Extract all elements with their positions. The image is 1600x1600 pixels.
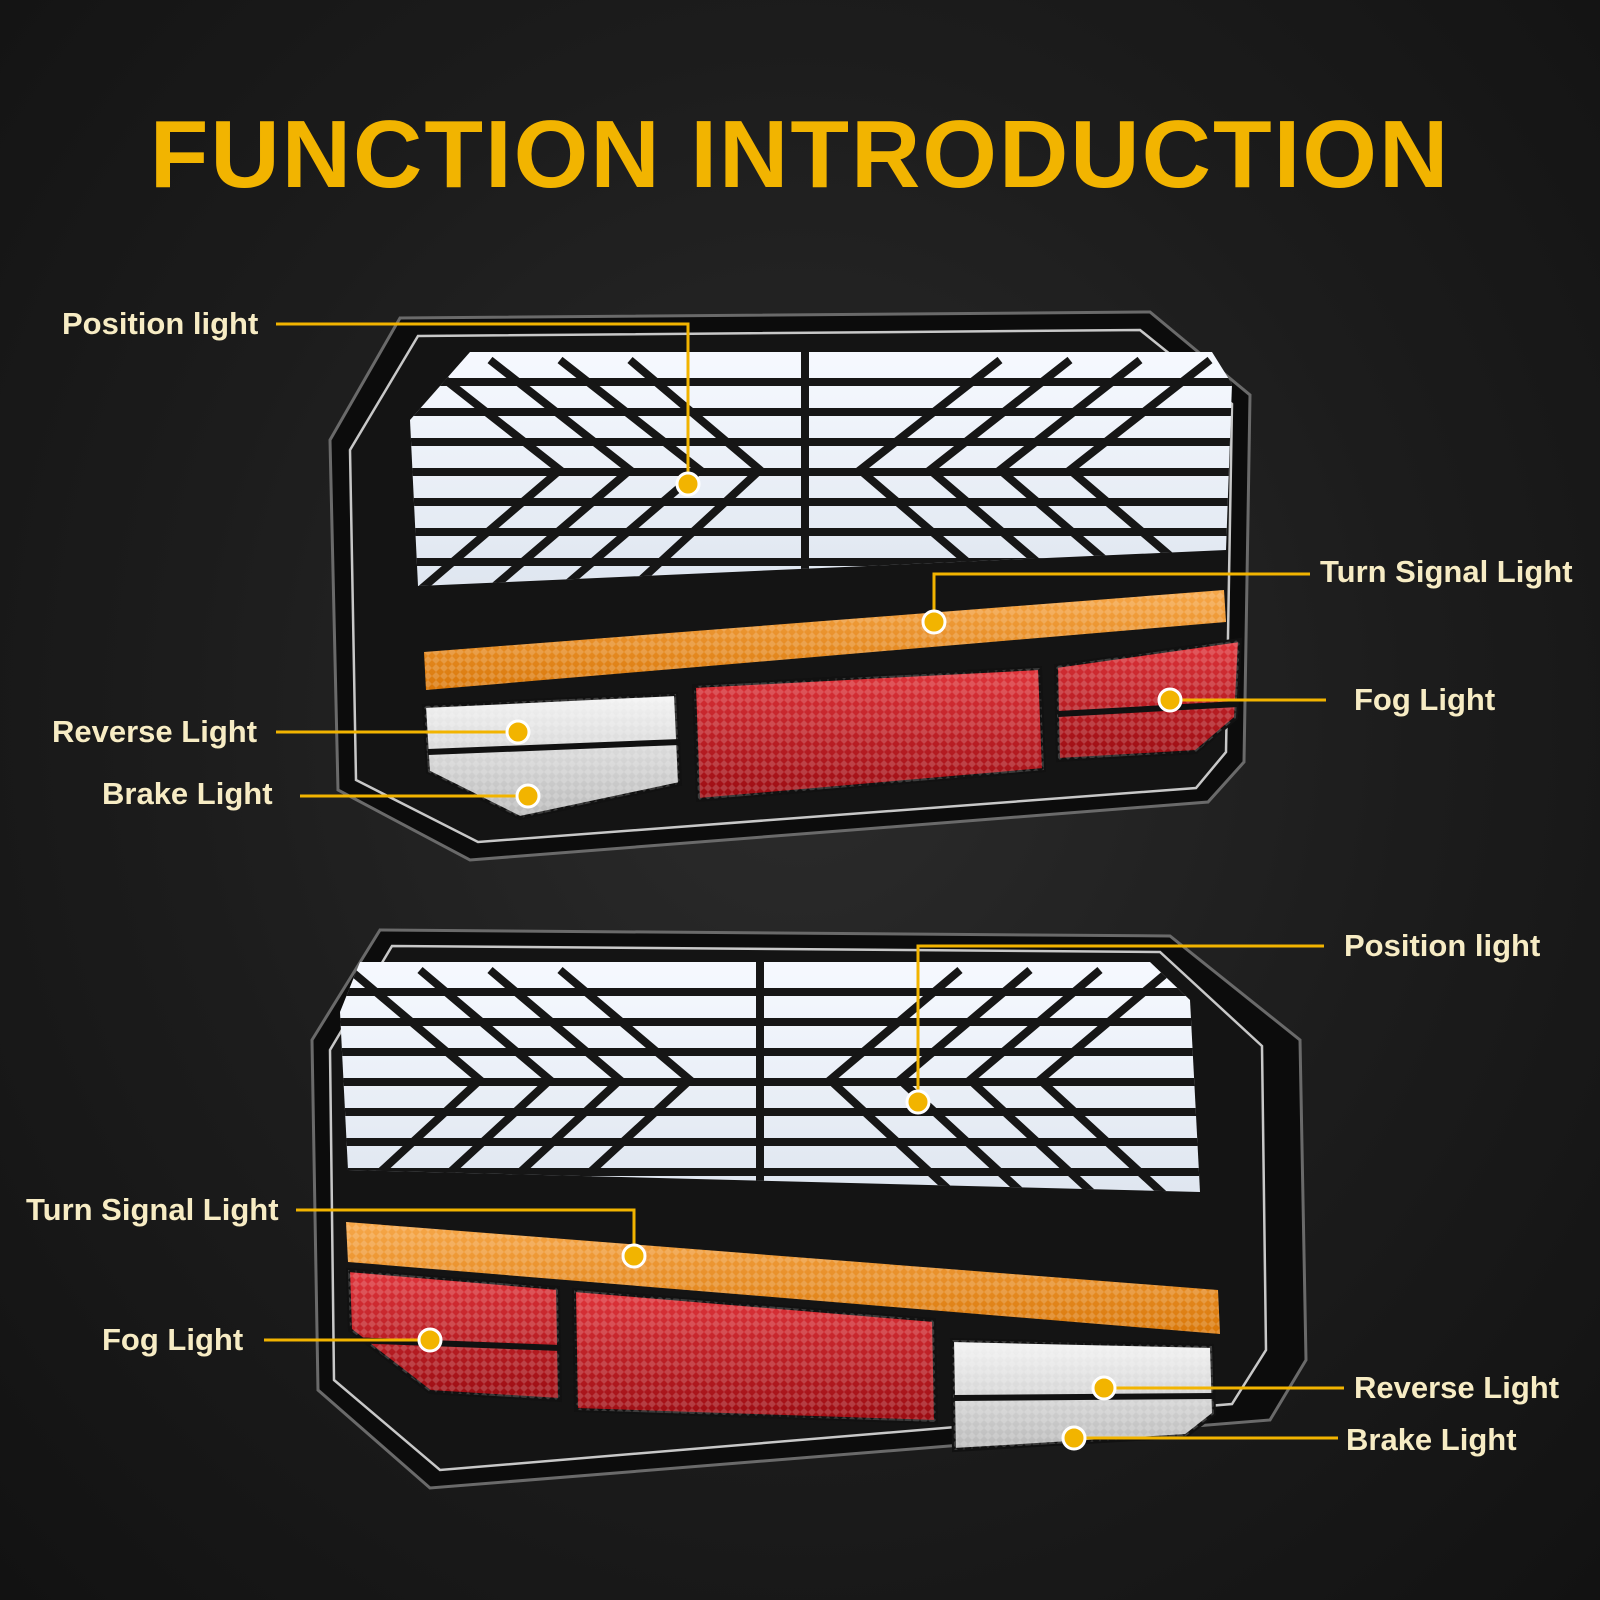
bottom-turn-dot	[621, 1243, 647, 1269]
top-label-brake: Brake Light	[102, 776, 273, 811]
top-label-fog: Fog Light	[1354, 682, 1496, 717]
bottom-tail-light	[310, 928, 1308, 1490]
top-label-turn: Turn Signal Light	[1320, 554, 1573, 589]
callout-dots	[417, 471, 1183, 1451]
bottom-label-brake: Brake Light	[1346, 1422, 1517, 1457]
bottom-reverse-dot	[1091, 1375, 1117, 1401]
bottom-grille	[340, 962, 1200, 1192]
bottom-fog-dot	[417, 1327, 443, 1353]
page-title: FUNCTION INTRODUCTION	[149, 101, 1451, 208]
top-brake-dot	[515, 783, 541, 809]
top-tail-light	[328, 310, 1252, 862]
top-reverse-dot	[505, 719, 531, 745]
bottom-label-fog: Fog Light	[102, 1322, 244, 1357]
bottom-position-dot	[905, 1089, 931, 1115]
top-label-position: Position light	[62, 306, 259, 341]
top-label-reverse: Reverse Light	[52, 714, 258, 749]
top-fog-dot	[1157, 687, 1183, 713]
bottom-label-position: Position light	[1344, 928, 1541, 963]
bottom-label-reverse: Reverse Light	[1354, 1370, 1560, 1405]
top-position-dot	[675, 471, 701, 497]
top-turn-dot	[921, 609, 947, 635]
bottom-label-turn: Turn Signal Light	[26, 1192, 279, 1227]
callout-lines	[264, 322, 1344, 1440]
bottom-brake-dot	[1061, 1425, 1087, 1451]
